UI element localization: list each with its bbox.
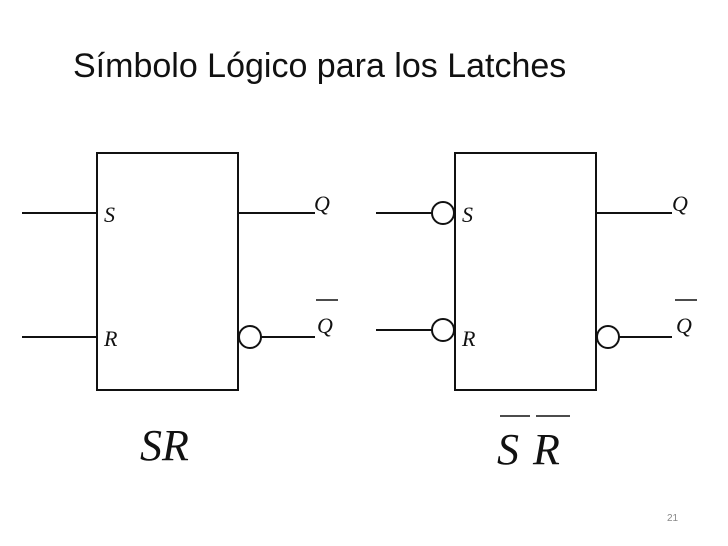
sbar-rbar-latch-q-label: Q xyxy=(672,191,688,216)
sr-latch-r-label: R xyxy=(103,326,118,351)
slide-title: Símbolo Lógico para los Latches xyxy=(73,47,567,85)
sbar-rbar-latch-s-bubble xyxy=(431,201,455,225)
sbar-rbar-latch-body xyxy=(454,152,597,391)
sbar-rbar-latch-q-bar-bubble xyxy=(596,325,620,349)
sbar-rbar-latch-r-label: R xyxy=(461,326,476,351)
sr-latch-s-label: S xyxy=(104,202,115,227)
sbar-rbar-latch-q-bar-label: Q xyxy=(676,313,692,338)
sr-latch-q-bar-label: Q xyxy=(317,313,333,338)
slide-number: 21 xyxy=(667,513,679,524)
sbar-rbar-latch-symbol xyxy=(376,152,697,417)
sr-latch-body xyxy=(96,152,239,391)
sr-latch-q-bar-bubble xyxy=(238,325,262,349)
sr-latch-q-label: Q xyxy=(314,191,330,216)
sbar-rbar-latch-r-bubble xyxy=(431,318,455,342)
sbar-rbar-latch-name-s: S xyxy=(497,425,519,474)
sbar-rbar-latch-s-label: S xyxy=(462,202,473,227)
sr-latch-symbol xyxy=(22,152,338,391)
sbar-rbar-latch-name-r: R xyxy=(532,425,560,474)
sr-latch-name: SR xyxy=(140,421,189,470)
